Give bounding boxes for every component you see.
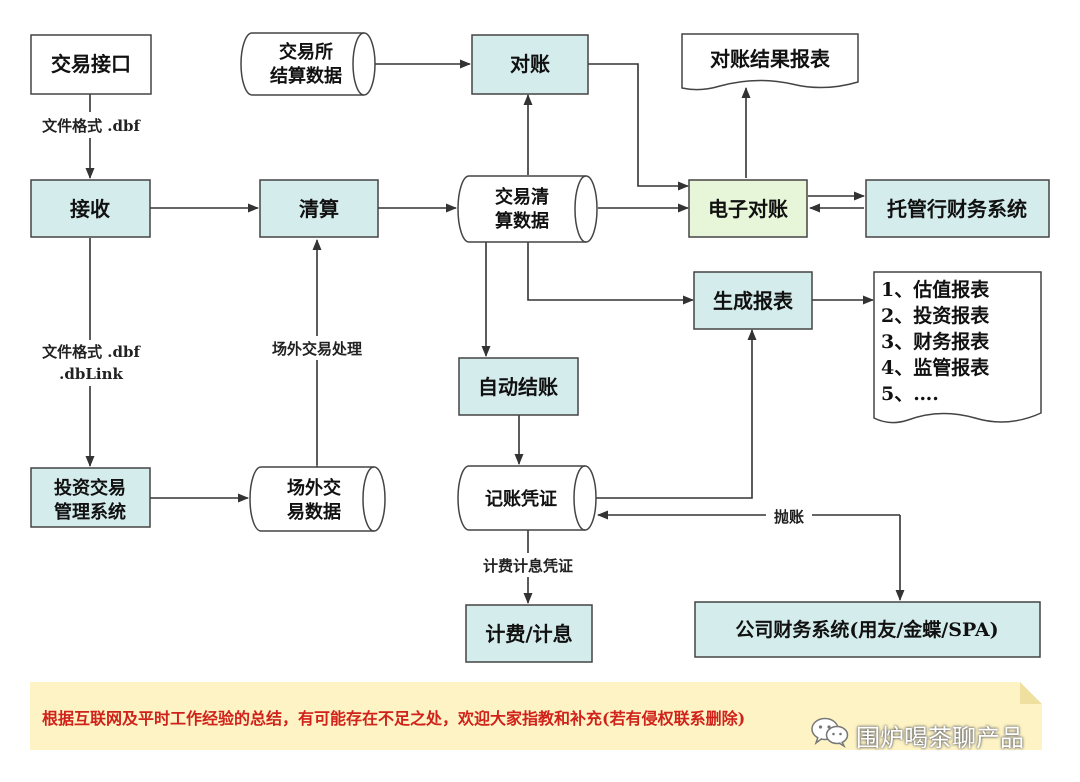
node-auto-closing: 自动结账 bbox=[458, 357, 579, 416]
edge-reconcile-to-electronic bbox=[588, 63, 689, 191]
node-trade-clearing-label-2: 算数据 bbox=[495, 210, 549, 232]
node-reconcile-label: 对账 bbox=[510, 52, 550, 76]
node-otc-trade-label-1: 场外交 bbox=[287, 477, 341, 499]
node-electronic-reconcile-label: 电子对账 bbox=[708, 197, 788, 221]
disclaimer-text: 根据互联网及平时工作经验的总结，有可能存在不足之处，欢迎大家指教和补充(若有侵权… bbox=[42, 709, 746, 728]
node-company-finance-label: 公司财务系统(用友/金蝶/SPA) bbox=[735, 618, 998, 641]
node-fee-interest: 计费/计息 bbox=[465, 604, 593, 663]
report-list-item-5: 5、…. bbox=[881, 383, 939, 405]
edge-label-file-format-dbf: 文件格式 .dbf bbox=[42, 117, 141, 135]
edge-labels: 文件格式 .dbf 文件格式 .dbf .dbLink 场外交易处理 计费计息凭… bbox=[32, 112, 812, 577]
node-clearing-label: 清算 bbox=[299, 197, 339, 221]
node-trade-interface: 交易接口 bbox=[30, 34, 152, 95]
node-custodian-finance-label: 托管行财务系统 bbox=[887, 197, 1027, 221]
node-accounting-voucher-label: 记账凭证 bbox=[485, 488, 557, 510]
disclaimer-note: 根据互联网及平时工作经验的总结，有可能存在不足之处，欢迎大家指教和补充(若有侵权… bbox=[30, 682, 1042, 750]
edges bbox=[85, 59, 905, 604]
node-reconcile-report-label: 对账结果报表 bbox=[710, 47, 831, 71]
edge-label-otc-trade-processing: 场外交易处理 bbox=[272, 340, 362, 358]
wechat-icon bbox=[811, 717, 849, 748]
node-investment-trading-label-2: 管理系统 bbox=[54, 501, 126, 523]
edge-voucher-to-generate bbox=[596, 329, 757, 499]
edge-label-file-format-dbf-dblink-1: 文件格式 .dbf bbox=[42, 343, 141, 361]
node-generate-reports-label: 生成报表 bbox=[713, 289, 794, 313]
edge-label-file-format-dbf-dblink-2: .dbLink bbox=[59, 365, 123, 383]
edge-trade-data-to-generate bbox=[527, 242, 694, 305]
node-accounting-voucher: 记账凭证 bbox=[457, 465, 597, 531]
node-otc-trade-data: 场外交 易数据 bbox=[249, 466, 386, 532]
node-clearing: 清算 bbox=[259, 179, 379, 238]
edge-label-post-account: 抛账 bbox=[774, 508, 804, 526]
node-trade-clearing-data: 交易清 算数据 bbox=[457, 175, 598, 243]
report-list-item-4: 4、监管报表 bbox=[881, 356, 990, 379]
node-trade-interface-label: 交易接口 bbox=[51, 52, 131, 76]
node-company-finance-system: 公司财务系统(用友/金蝶/SPA) bbox=[694, 601, 1041, 658]
note-folded-corner bbox=[1020, 682, 1042, 704]
watermark: 围炉喝茶聊产品 bbox=[810, 712, 1060, 752]
node-trade-clearing-label-1: 交易清 bbox=[495, 186, 549, 208]
watermark-text: 围炉喝茶聊产品 bbox=[856, 724, 1024, 752]
node-reconcile: 对账 bbox=[471, 34, 589, 95]
node-auto-closing-label: 自动结账 bbox=[478, 375, 558, 399]
node-custodian-finance-system: 托管行财务系统 bbox=[865, 179, 1050, 238]
node-report-list: 1、估值报表 2、投资报表 3、财务报表 4、监管报表 5、…. bbox=[873, 271, 1042, 424]
node-electronic-reconcile: 电子对账 bbox=[688, 179, 808, 238]
node-reconcile-report: 对账结果报表 bbox=[681, 33, 859, 91]
node-exchange-settlement-label-2: 结算数据 bbox=[270, 65, 342, 87]
node-otc-trade-label-2: 易数据 bbox=[287, 501, 341, 523]
report-list-item-3: 3、财务报表 bbox=[881, 330, 990, 353]
node-exchange-settlement-label-1: 交易所 bbox=[279, 41, 333, 63]
node-investment-trading-label-1: 投资交易 bbox=[54, 477, 126, 499]
report-list-item-2: 2、投资报表 bbox=[881, 304, 990, 327]
node-generate-reports: 生成报表 bbox=[693, 271, 813, 330]
report-list-item-1: 1、估值报表 bbox=[881, 278, 990, 301]
node-fee-interest-label: 计费/计息 bbox=[485, 622, 572, 646]
node-exchange-settlement-data: 交易所 结算数据 bbox=[240, 32, 376, 96]
node-receive: 接收 bbox=[30, 179, 151, 238]
node-receive-label: 接收 bbox=[70, 197, 110, 221]
edge-label-fee-interest-voucher: 计费计息凭证 bbox=[483, 557, 573, 575]
node-investment-trading-system: 投资交易 管理系统 bbox=[30, 467, 151, 528]
